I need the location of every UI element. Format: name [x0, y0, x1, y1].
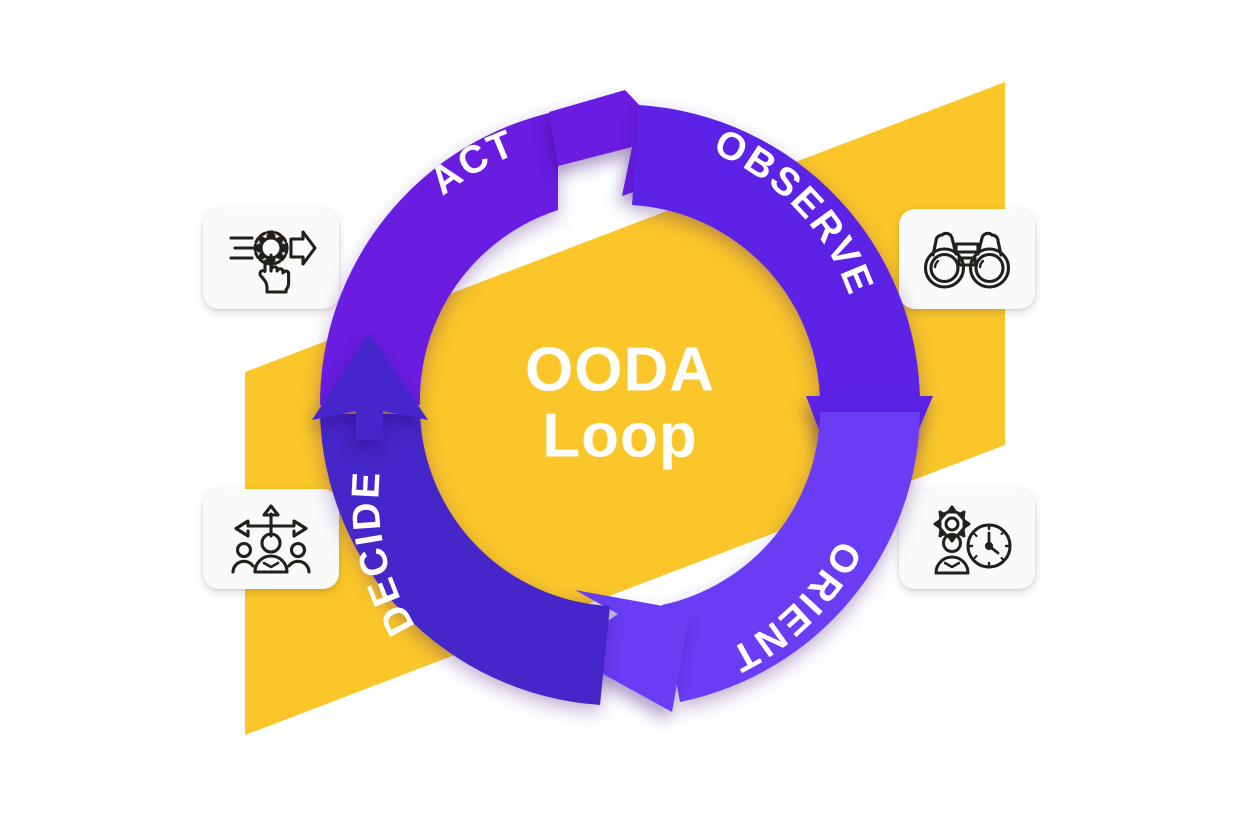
act-arrow-body [319, 111, 558, 405]
segment-decide[interactable]: DECIDE [312, 333, 610, 705]
hand-press-gear-arrow-icon [225, 223, 317, 295]
people-three-arrows-icon [226, 502, 316, 576]
person-gear-clock-icon [921, 502, 1013, 576]
decide-arrow-body [320, 414, 610, 705]
act-icon-card[interactable] [203, 209, 339, 309]
observe-arrow-body [632, 105, 920, 404]
decide-arrow-head [312, 333, 428, 440]
segment-orient[interactable]: ORIENT [563, 412, 920, 712]
orient-icon-card[interactable] [899, 489, 1035, 589]
orient-arrow-body [662, 412, 920, 702]
binoculars-icon [921, 225, 1013, 293]
observe-icon-card[interactable] [899, 209, 1035, 309]
orient-arrow-head [563, 590, 690, 712]
decide-icon-card[interactable] [203, 489, 339, 589]
